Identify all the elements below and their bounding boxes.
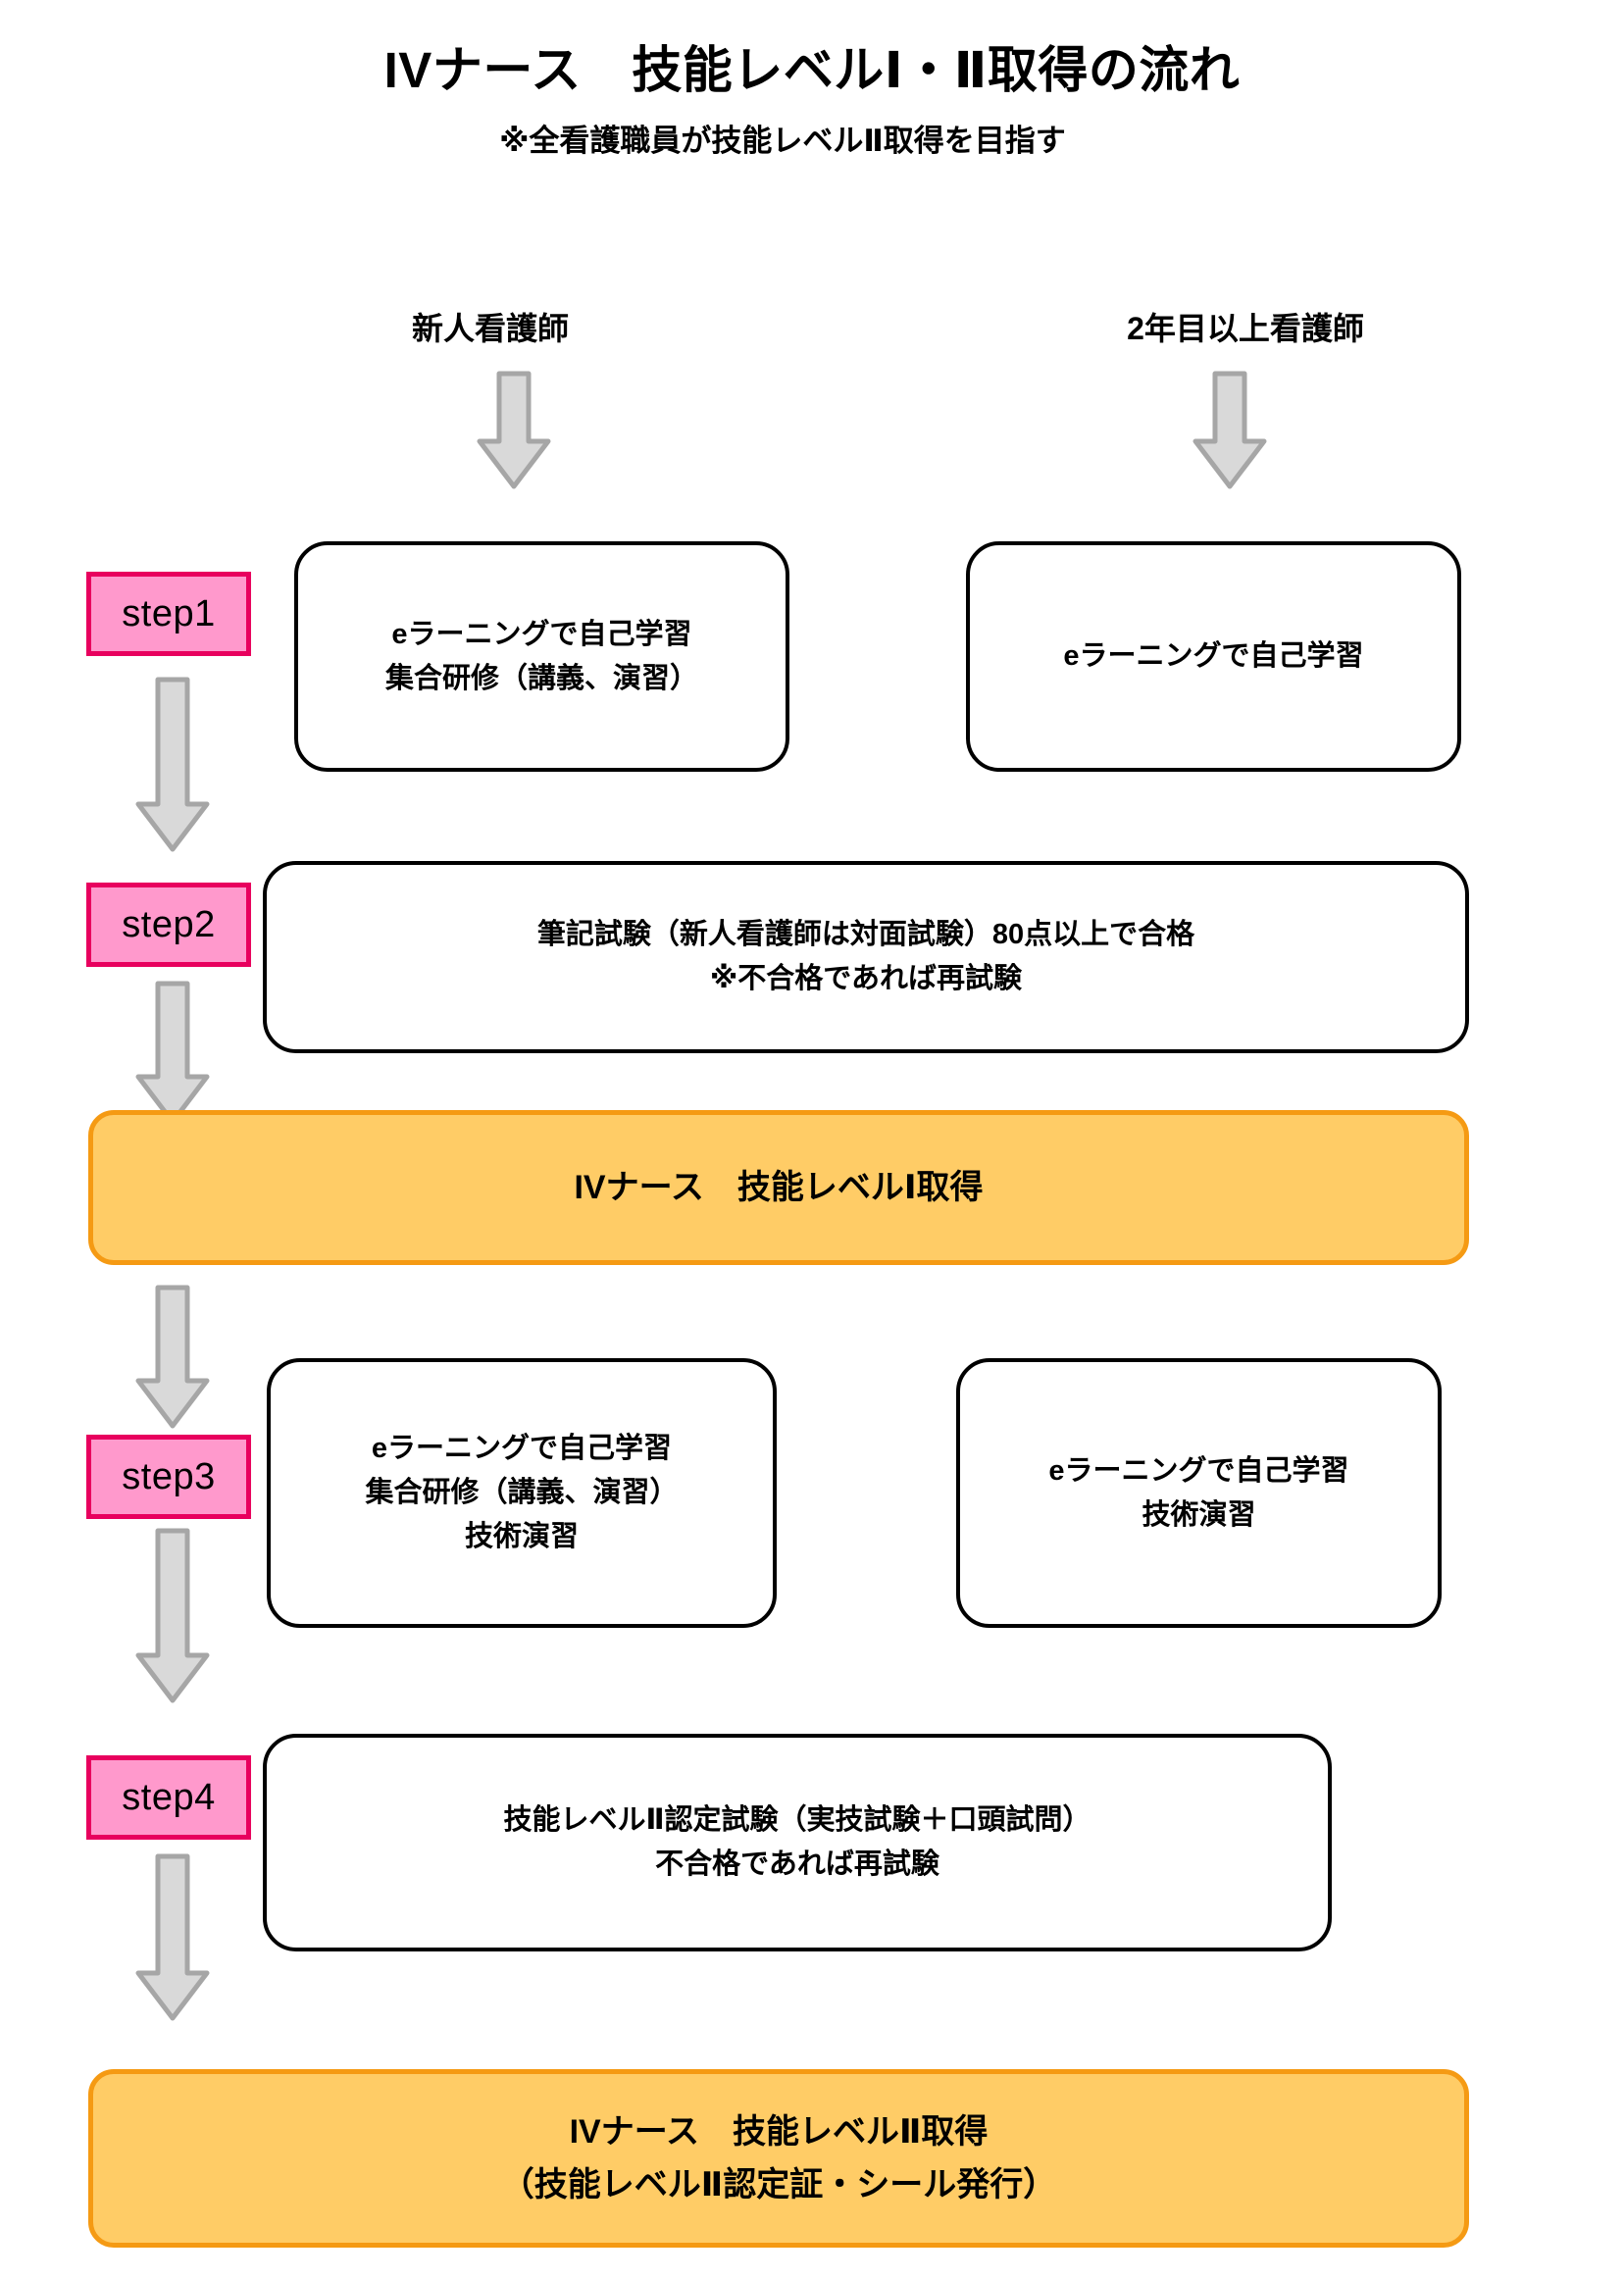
box-step3-experienced-nurse: eラーニングで自己学習 技術演習 [956,1358,1442,1628]
box-step4-certification-exam: 技能レベルⅡ認定試験（実技試験＋口頭試問） 不合格であれば再試験 [263,1734,1332,1951]
box-step1-experienced-nurse: eラーニングで自己学習 [966,541,1461,772]
entry-arrow-down-right [1192,371,1268,490]
box-step3-new-nurse-line-1: eラーニングで自己学習 [371,1433,673,1465]
step-chip-4[interactable]: step4 [86,1755,251,1840]
box-step2-line-1: 筆記試験（新人看護師は対面試験）80点以上で合格 [536,919,1195,951]
step-chip-2[interactable]: step2 [86,883,251,967]
box-step3-new-nurse: eラーニングで自己学習 集合研修（講義、演習） 技術演習 [267,1358,777,1628]
flow-arrow-step1-to-step2 [134,677,211,853]
column-heading-new-nurse: 新人看護師 [411,311,569,346]
flow-arrow-step2-to-level1 [134,981,211,1126]
banner-level-1-achieved: IVナース 技能レベルⅠ取得 [88,1110,1469,1265]
entry-arrow-down-left [476,371,552,490]
banner-level-1-line-1: IVナース 技能レベルⅠ取得 [574,1168,984,1206]
page-title: IVナース 技能レベルⅠ・Ⅱ取得の流れ [383,42,1241,98]
banner-level-2-line-1: IVナース 技能レベルⅡ取得 [569,2112,989,2151]
box-step1-experienced-nurse-line-1: eラーニングで自己学習 [1063,640,1364,673]
box-step3-experienced-nurse-line-2: 技術演習 [1142,1498,1256,1531]
box-step1-new-nurse-line-2: 集合研修（講義、演習） [384,662,698,694]
step-chip-3[interactable]: step3 [86,1435,251,1519]
banner-level-2-achieved: IVナース 技能レベルⅡ取得 （技能レベルⅡ認定証・シール発行） [88,2069,1469,2248]
column-heading-experienced-nurse: 2年目以上看護師 [1127,311,1364,346]
box-step3-experienced-nurse-line-1: eラーニングで自己学習 [1048,1454,1349,1487]
flow-arrow-step3-to-step4 [134,1528,211,1704]
box-step4-line-1: 技能レベルⅡ認定試験（実技試験＋口頭試問） [503,1804,1091,1837]
flow-arrow-step4-to-level2 [134,1853,211,2022]
banner-level-2-line-2: （技能レベルⅡ認定証・シール発行） [500,2166,1057,2203]
page-subtitle: ※全看護職員が技能レベルⅡ取得を目指す [499,124,1066,158]
box-step2-written-exam: 筆記試験（新人看護師は対面試験）80点以上で合格 ※不合格であれば再試験 [263,861,1469,1053]
box-step1-new-nurse-line-1: eラーニングで自己学習 [391,618,692,650]
box-step3-new-nurse-line-3: 技術演習 [464,1520,579,1552]
box-step4-line-2: 不合格であれば再試験 [655,1849,939,1880]
flow-arrow-level1-to-step3 [134,1285,211,1430]
step-chip-1[interactable]: step1 [86,572,251,656]
box-step1-new-nurse: eラーニングで自己学習 集合研修（講義、演習） [294,541,789,772]
box-step3-new-nurse-line-2: 集合研修（講義、演習） [365,1477,679,1509]
box-step2-line-2: ※不合格であれば再試験 [710,963,1022,994]
